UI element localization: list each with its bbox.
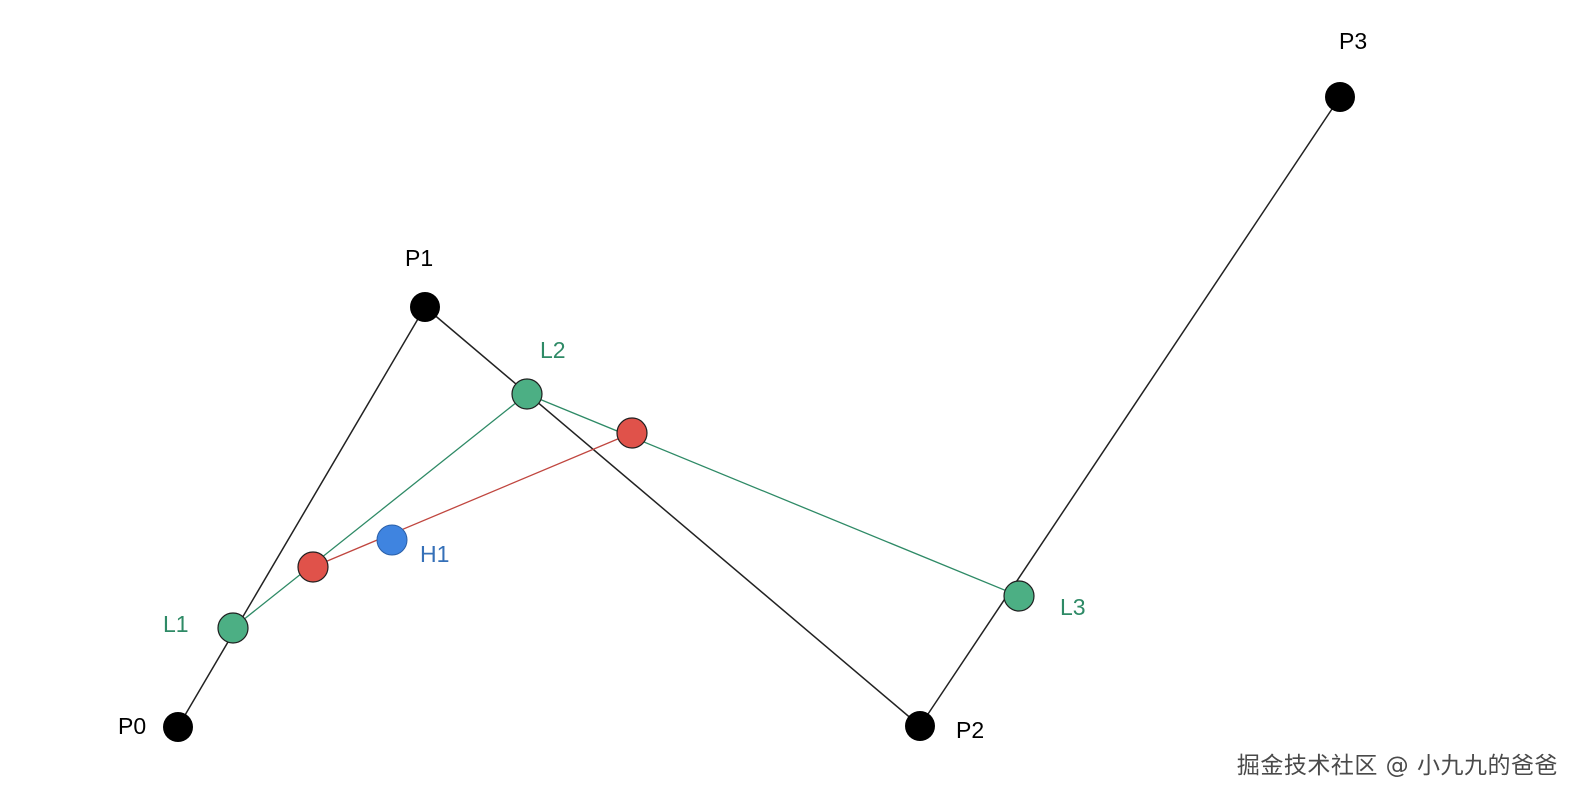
label-l1: L1 [163,611,189,637]
label-h1: H1 [420,541,449,567]
watermark: 掘金技术社区 @ 小九九的爸爸 [1236,753,1558,779]
label-p2: P2 [956,717,984,743]
point-l2 [511,378,543,410]
point-l3 [1003,580,1035,612]
point-p2 [905,711,935,741]
label-p1: P1 [405,245,433,271]
label-p3: P3 [1339,28,1367,54]
line-p0-p1 [177,306,426,728]
point-red-1 [297,551,329,583]
line-p1-p2 [424,306,921,727]
point-red-2 [616,417,648,449]
point-l1 [217,612,249,644]
line-l2-l3 [526,393,1020,597]
point-p0 [163,712,193,742]
point-p3 [1325,82,1355,112]
point-p1 [410,292,440,322]
label-l2: L2 [540,337,566,363]
point-h1 [376,524,408,556]
line-red [312,432,633,568]
label-p0: P0 [118,713,146,739]
line-l1-l2 [232,393,528,629]
line-p2-p3 [919,96,1341,727]
label-l3: L3 [1060,594,1086,620]
